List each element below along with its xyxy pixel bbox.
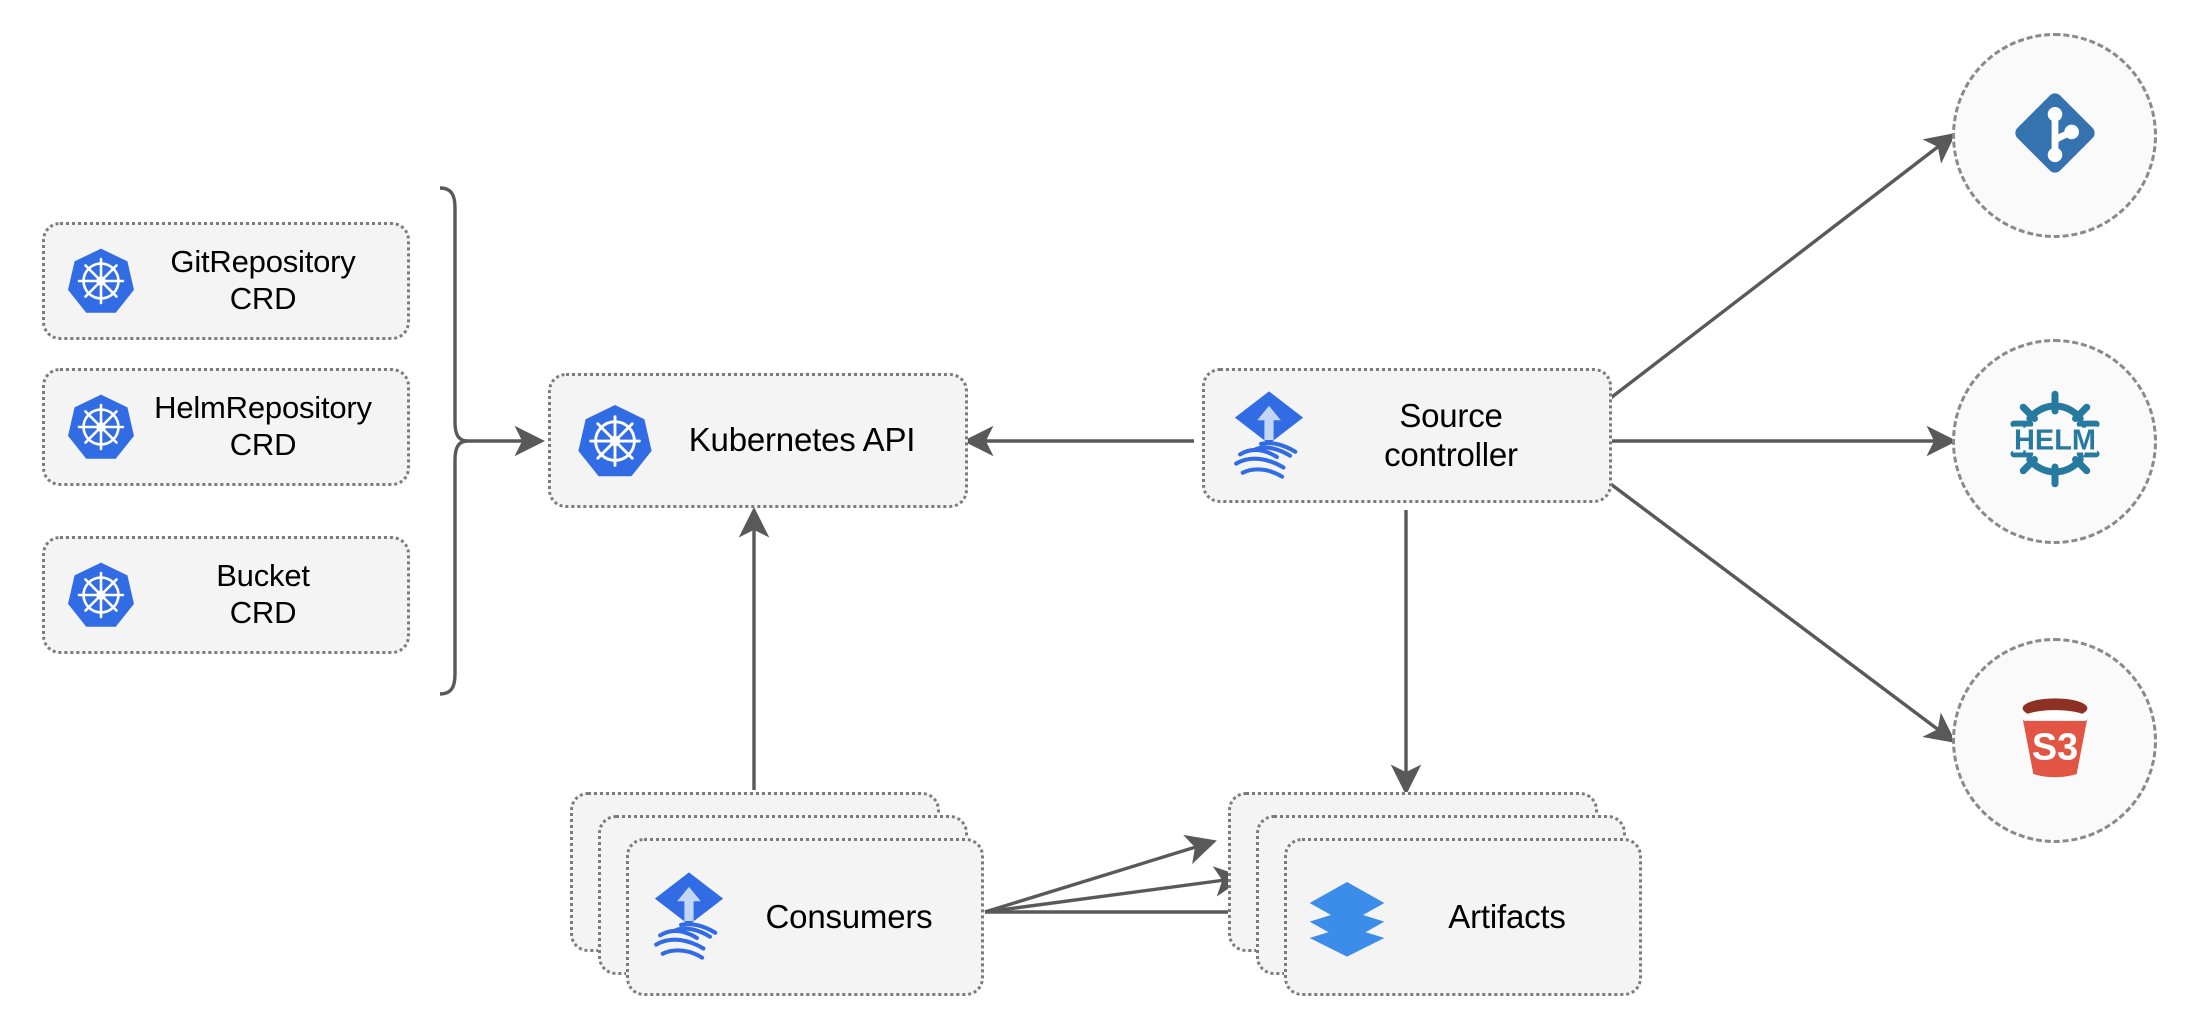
edge-consumers-to-artifacts-mid <box>984 866 1246 914</box>
crd-group-brace <box>439 186 469 696</box>
crd-label: HelmRepository CRD <box>154 390 372 462</box>
crd-label: GitRepository CRD <box>170 244 356 316</box>
kubernetes-icon <box>63 389 139 465</box>
node-label: Consumers <box>765 897 933 935</box>
s3-bucket-icon: S3 <box>2001 684 2109 797</box>
flux-icon <box>647 872 731 960</box>
crd-box-gitrepository[interactable]: GitRepository CRD <box>42 222 410 340</box>
helm-wordmark: HELM <box>2014 424 2096 456</box>
edge-source-to-git <box>1606 132 1957 402</box>
crd-label: Bucket CRD <box>216 558 310 630</box>
helm-icon: HELM <box>1999 383 2111 500</box>
node-kubernetes-api[interactable]: Kubernetes API <box>548 373 968 508</box>
layers-icon <box>1305 875 1389 959</box>
node-label: Source controller <box>1384 396 1518 473</box>
node-artifacts[interactable]: Artifacts <box>1284 838 1642 996</box>
crd-box-bucket[interactable]: Bucket CRD <box>42 536 410 654</box>
endpoint-s3[interactable]: S3 <box>1952 638 2157 843</box>
endpoint-helm[interactable]: HELM <box>1952 339 2157 544</box>
crd-box-helmrepository[interactable]: HelmRepository CRD <box>42 368 410 486</box>
node-label: Artifacts <box>1448 897 1566 935</box>
edge-source-to-s3 <box>1606 480 1957 744</box>
node-source-controller[interactable]: Source controller <box>1202 368 1612 503</box>
node-consumers[interactable]: Consumers <box>626 838 984 996</box>
git-icon <box>2003 81 2107 190</box>
endpoint-git[interactable] <box>1952 33 2157 238</box>
edge-consumers-to-artifacts-back <box>984 834 1217 914</box>
kubernetes-icon <box>63 243 139 319</box>
node-label: Kubernetes API <box>688 421 916 459</box>
s3-wordmark: S3 <box>2031 727 2077 769</box>
flux-icon <box>1227 390 1311 479</box>
kubernetes-icon <box>63 557 139 633</box>
kubernetes-icon <box>573 399 657 483</box>
